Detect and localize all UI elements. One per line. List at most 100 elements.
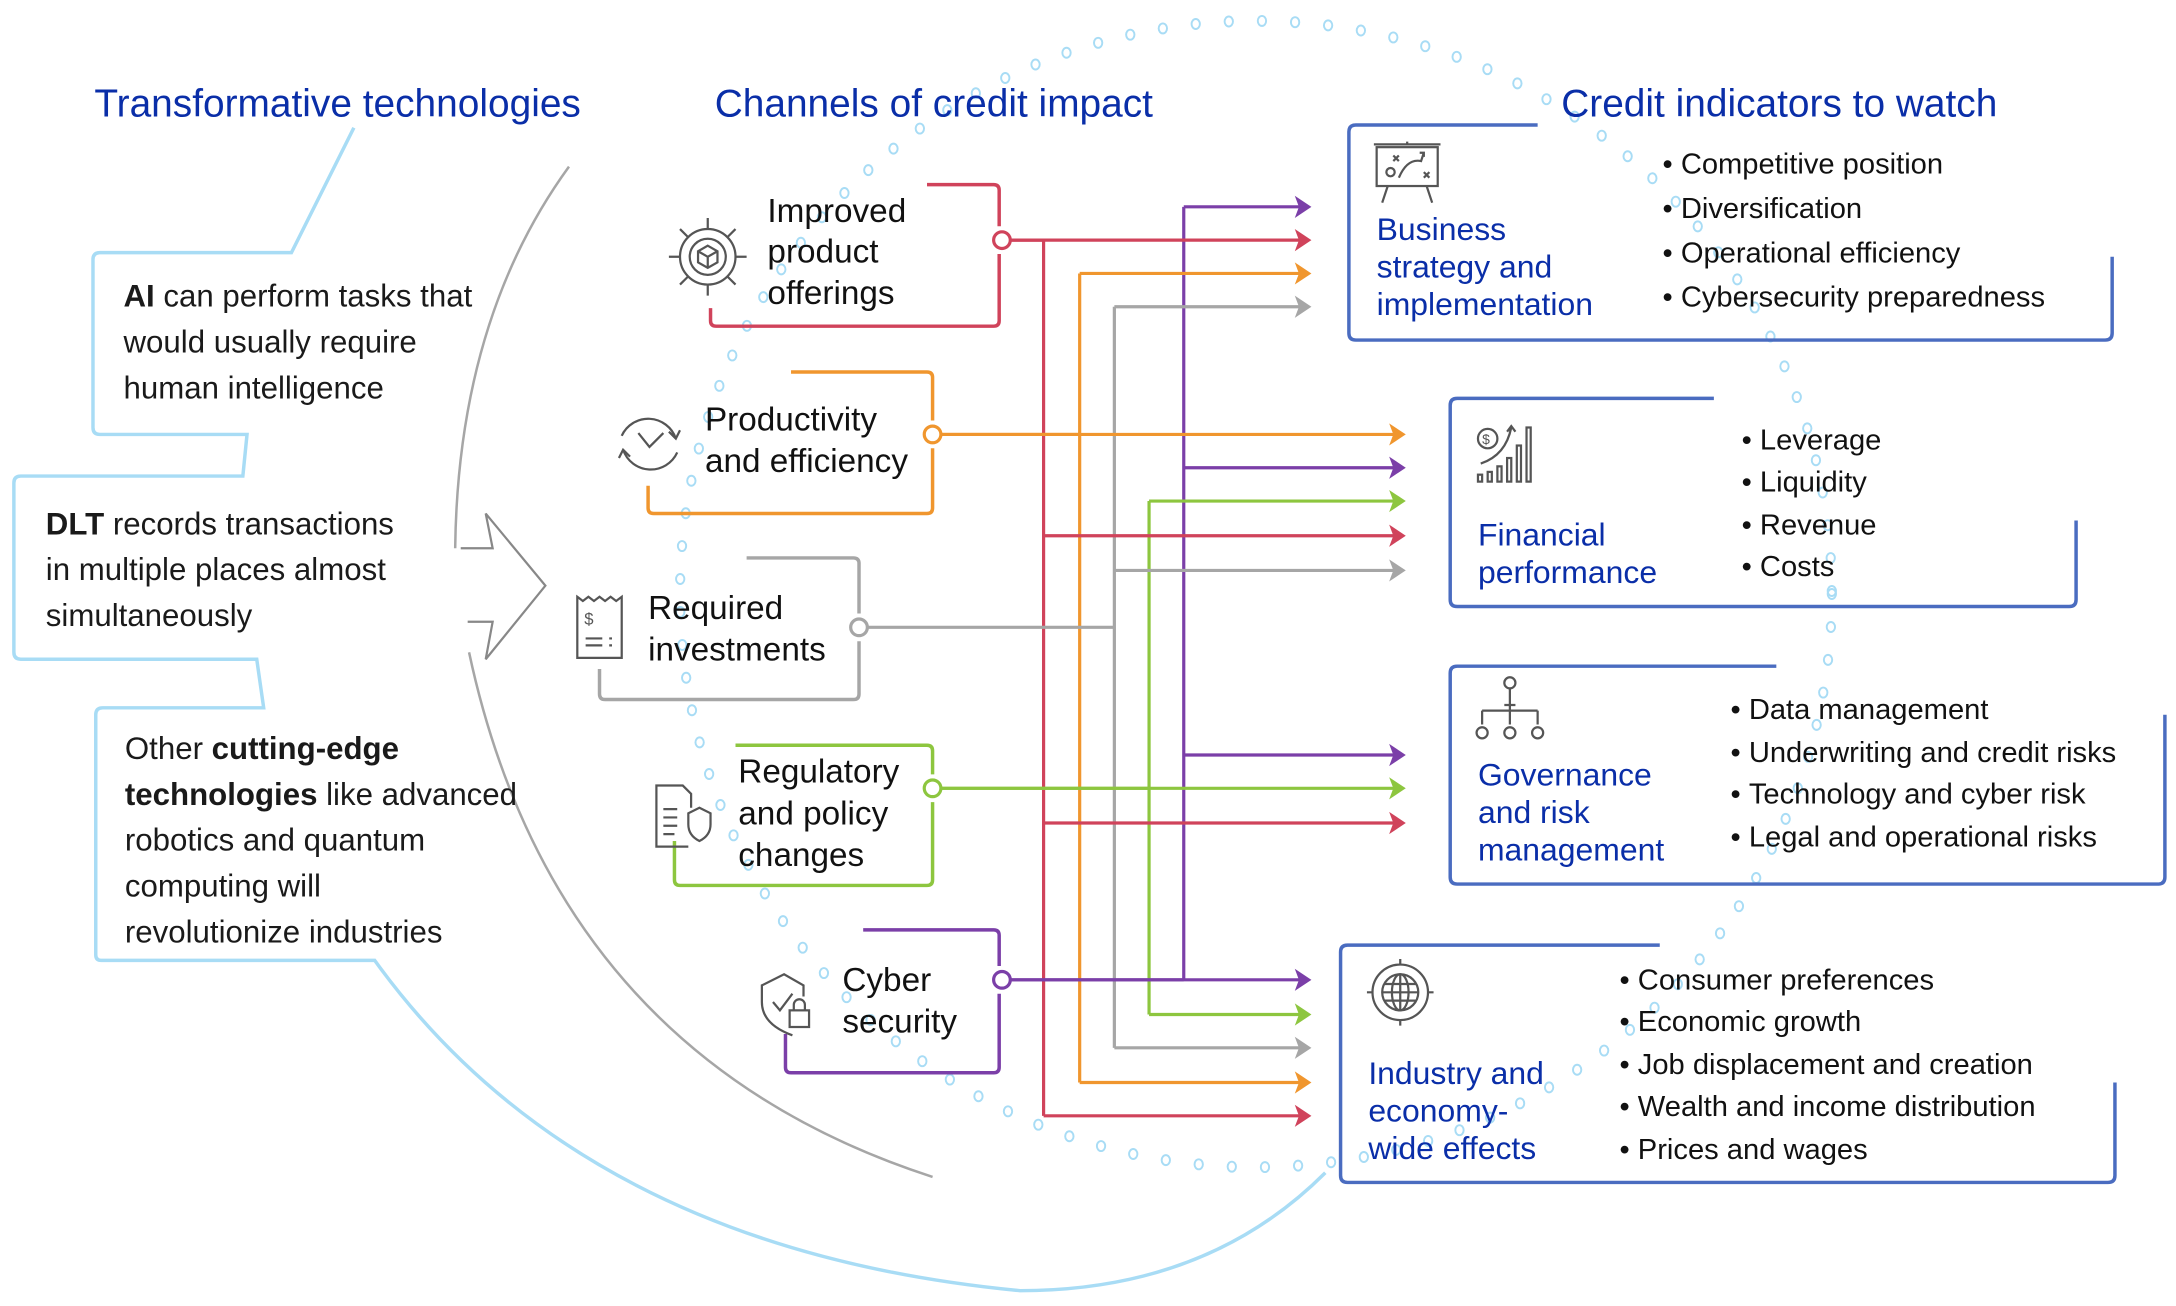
arrowhead-icon — [1294, 1104, 1312, 1127]
dot — [1454, 1124, 1465, 1137]
dot — [1358, 1151, 1369, 1163]
dot — [1512, 77, 1523, 90]
dot — [1780, 812, 1791, 825]
bullet-list: • Leverage • Liquidity • Revenue • Costs — [1742, 425, 1882, 583]
dot — [863, 164, 874, 177]
channel-improved-product-offerings: Improved product offerings — [668, 182, 1001, 328]
text-bold: cutting-edge — [212, 731, 399, 766]
shield-lock-icon — [760, 973, 811, 1037]
dot — [888, 142, 899, 155]
dot — [1355, 24, 1367, 37]
dot — [1825, 621, 1837, 633]
gear-cube-icon — [668, 217, 747, 296]
dot — [1818, 686, 1829, 699]
strategy-board-icon — [1373, 141, 1441, 204]
text-bold: DLT — [46, 506, 104, 541]
arrowhead-icon — [1294, 968, 1312, 991]
text: revolutionize industries — [125, 914, 443, 949]
channel-node — [849, 617, 869, 638]
channel-cyber-security: Cyber security — [760, 928, 1001, 1075]
dot — [693, 442, 704, 455]
dot — [677, 639, 688, 651]
bullet-item: • Liquidity — [1742, 466, 1868, 498]
document-shield-icon — [655, 784, 712, 848]
indicator-title: and risk — [1478, 794, 1590, 830]
channel-frame — [646, 370, 935, 516]
text: human intelligence — [124, 370, 384, 405]
channel-regulatory-policy: Regulatory and policy changes — [655, 743, 935, 888]
dot — [841, 991, 852, 1004]
indicator-title: Governance — [1478, 757, 1652, 793]
dot — [743, 858, 754, 871]
technology-dlt: DLT records transactions in multiple pla… — [46, 506, 394, 633]
dot — [1256, 14, 1268, 27]
indicator-business-strategy: Business strategy and implementation • C… — [1347, 123, 2114, 342]
dot — [1030, 58, 1041, 71]
bullet-item: • Wealth and income distribution — [1620, 1091, 2036, 1123]
dot — [797, 941, 808, 954]
indicator-title: implementation — [1377, 286, 1593, 322]
arrowhead-icon — [1294, 1003, 1312, 1026]
dot — [1002, 1105, 1014, 1118]
dot — [1292, 1159, 1304, 1172]
arrowhead-icon — [1389, 489, 1406, 513]
svg-text:DLT records transactions: DLT records transactions — [46, 506, 394, 541]
text: like advanced — [317, 777, 517, 812]
gray-arc-lower — [467, 652, 933, 1179]
bullet-item: • Legal and operational risks — [1731, 822, 2097, 854]
dot — [1543, 1081, 1555, 1094]
dot — [1388, 31, 1399, 44]
dot — [1692, 220, 1703, 233]
header-indicators: Credit indicators to watch — [1561, 83, 1997, 126]
dot — [681, 671, 692, 684]
dot — [795, 236, 806, 249]
dot — [1596, 129, 1607, 142]
dot — [1791, 391, 1802, 404]
svg-text:$: $ — [1482, 431, 1490, 447]
indicator-frame — [1338, 943, 2117, 1185]
dot — [703, 410, 714, 423]
dot — [1647, 172, 1658, 185]
indicator-frame — [1448, 664, 2167, 886]
arrowhead-icon — [1389, 743, 1406, 767]
indicator-title: performance — [1478, 554, 1657, 590]
dot — [715, 799, 726, 811]
dot — [727, 349, 738, 362]
header-technologies: Transformative technologies — [94, 83, 581, 126]
dot — [1093, 36, 1104, 49]
arrowhead-icon — [1389, 559, 1406, 582]
technology-other: Other cutting-edge technologies like adv… — [125, 731, 517, 949]
dot — [1826, 585, 1837, 597]
dot — [1095, 1140, 1107, 1153]
dot — [777, 915, 789, 928]
channel-label: security — [842, 1004, 957, 1041]
dot — [1802, 750, 1814, 763]
text: Other — [125, 731, 212, 766]
bullet-item: • Consumer preferences — [1620, 965, 1935, 997]
dot — [1226, 1160, 1237, 1173]
dot — [973, 1090, 984, 1103]
arrowhead-icon — [1294, 1036, 1312, 1059]
dot — [1825, 552, 1836, 564]
dot — [1223, 15, 1234, 28]
gray-arc-upper — [453, 165, 570, 549]
text: in multiple places almost — [46, 552, 386, 587]
arrowhead-icon — [1294, 295, 1312, 318]
bullet-item: • Economic growth — [1620, 1006, 1862, 1038]
arrowhead-icon — [1389, 811, 1406, 835]
dot — [1000, 72, 1011, 84]
channel-nodes — [849, 230, 1012, 990]
channel-label: product — [767, 233, 878, 270]
channel-required-investments: $ Required investments — [576, 556, 861, 702]
indicator-governance-risk: Governance and risk management • Data ma… — [1448, 664, 2167, 886]
technology-ai: AI can perform tasks that would usually … — [123, 279, 473, 406]
bullet-item: • Revenue — [1742, 509, 1877, 541]
bullet-item: • Costs — [1742, 551, 1835, 583]
header-channels: Channels of credit impact — [715, 83, 1153, 126]
channel-node — [992, 230, 1012, 251]
dot — [1289, 16, 1301, 29]
channel-label: Productivity — [705, 401, 877, 438]
dot — [1779, 360, 1790, 373]
channel-label: Regulatory — [738, 754, 899, 791]
text: records transactions — [104, 506, 394, 541]
